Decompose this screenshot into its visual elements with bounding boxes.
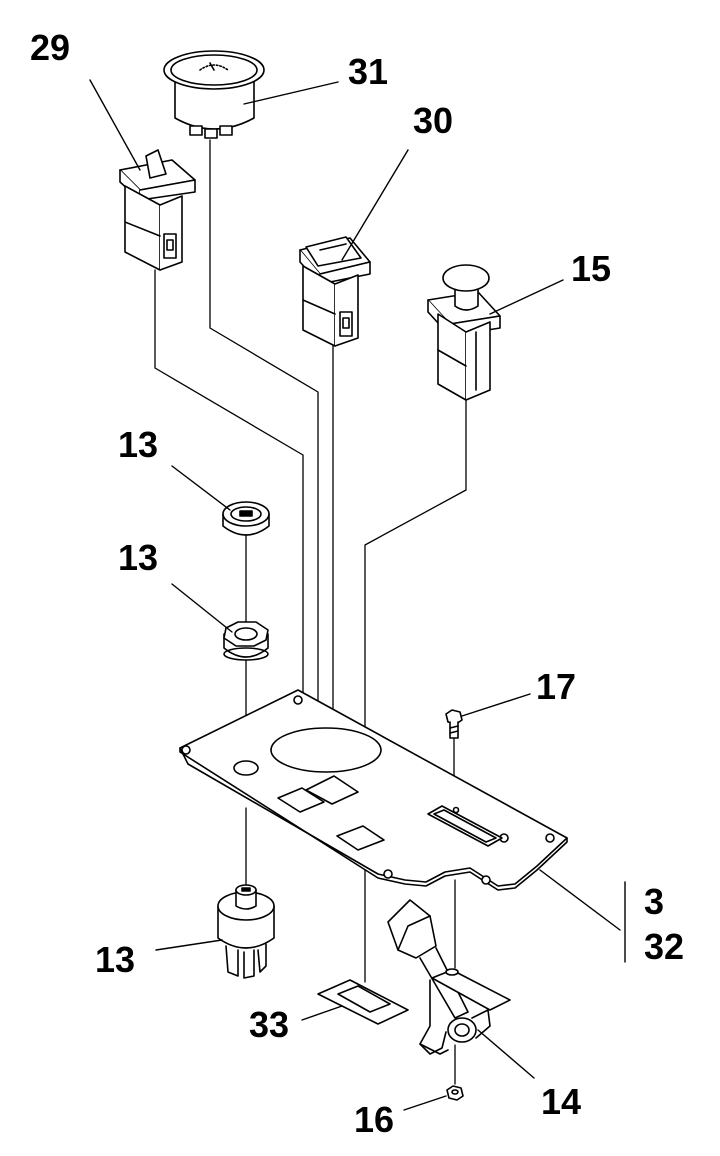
callout-14: 14 [541,1081,582,1122]
callout-33: 33 [249,1004,290,1045]
nut [446,1085,464,1101]
callout-31: 31 [348,51,389,92]
panel-plate [179,689,568,891]
gasket [317,979,409,1025]
callout-3: 3 [644,881,665,922]
callout-13-nut: 13 [118,537,159,578]
rocker-switch [299,236,371,347]
screw [445,709,463,739]
callout-13-key-cap: 13 [118,424,159,465]
leader-lines [89,79,626,1111]
callout-13-ignition-switch: 13 [95,939,136,980]
callout-17: 17 [536,666,577,707]
assembly-lines [154,139,467,1085]
callout-30: 30 [413,100,454,141]
toggle-switch [119,149,196,271]
callout-15: 15 [571,248,612,289]
gauge [163,50,265,139]
ignition-switch [217,884,275,979]
callout-29: 29 [30,27,71,68]
push-button-switch [427,264,501,401]
throttle-lever [387,899,511,1055]
ignition-key-cap [222,501,270,536]
callout-32: 32 [644,926,685,967]
ignition-nut [223,621,269,661]
callout-16: 16 [354,1099,395,1140]
